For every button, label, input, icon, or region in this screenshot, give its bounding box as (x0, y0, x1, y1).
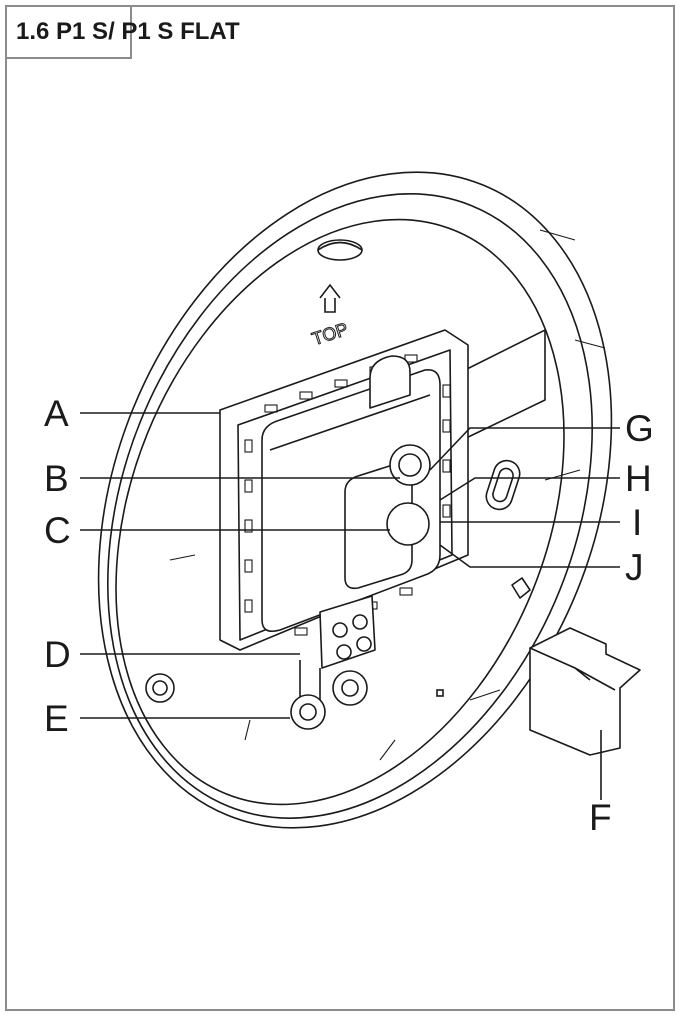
callout-lines (80, 412, 620, 800)
module-body (261, 355, 441, 633)
small-clip (511, 577, 531, 599)
small-marker (436, 689, 444, 697)
callout-h: H (625, 458, 652, 499)
left-grommet (145, 673, 175, 703)
callout-b: B (44, 458, 69, 499)
callout-a: A (44, 393, 69, 434)
right-slot (485, 459, 521, 511)
section-tab (5, 5, 132, 59)
callout-e: E (44, 698, 69, 739)
callout-i: I (632, 502, 642, 543)
cover-part-f (529, 627, 641, 756)
callout-f: F (589, 797, 612, 838)
callout-c: C (44, 510, 71, 551)
callout-d: D (44, 634, 71, 675)
knob-b (389, 444, 431, 486)
page-frame (5, 5, 675, 1011)
section-title: 1.6 P1 S/ P1 S FLAT (16, 18, 240, 45)
terminal-block (299, 595, 376, 700)
callout-g: G (625, 408, 654, 449)
cable-grommets (290, 670, 368, 730)
knob-c (386, 502, 430, 546)
callout-j: J (625, 547, 644, 588)
